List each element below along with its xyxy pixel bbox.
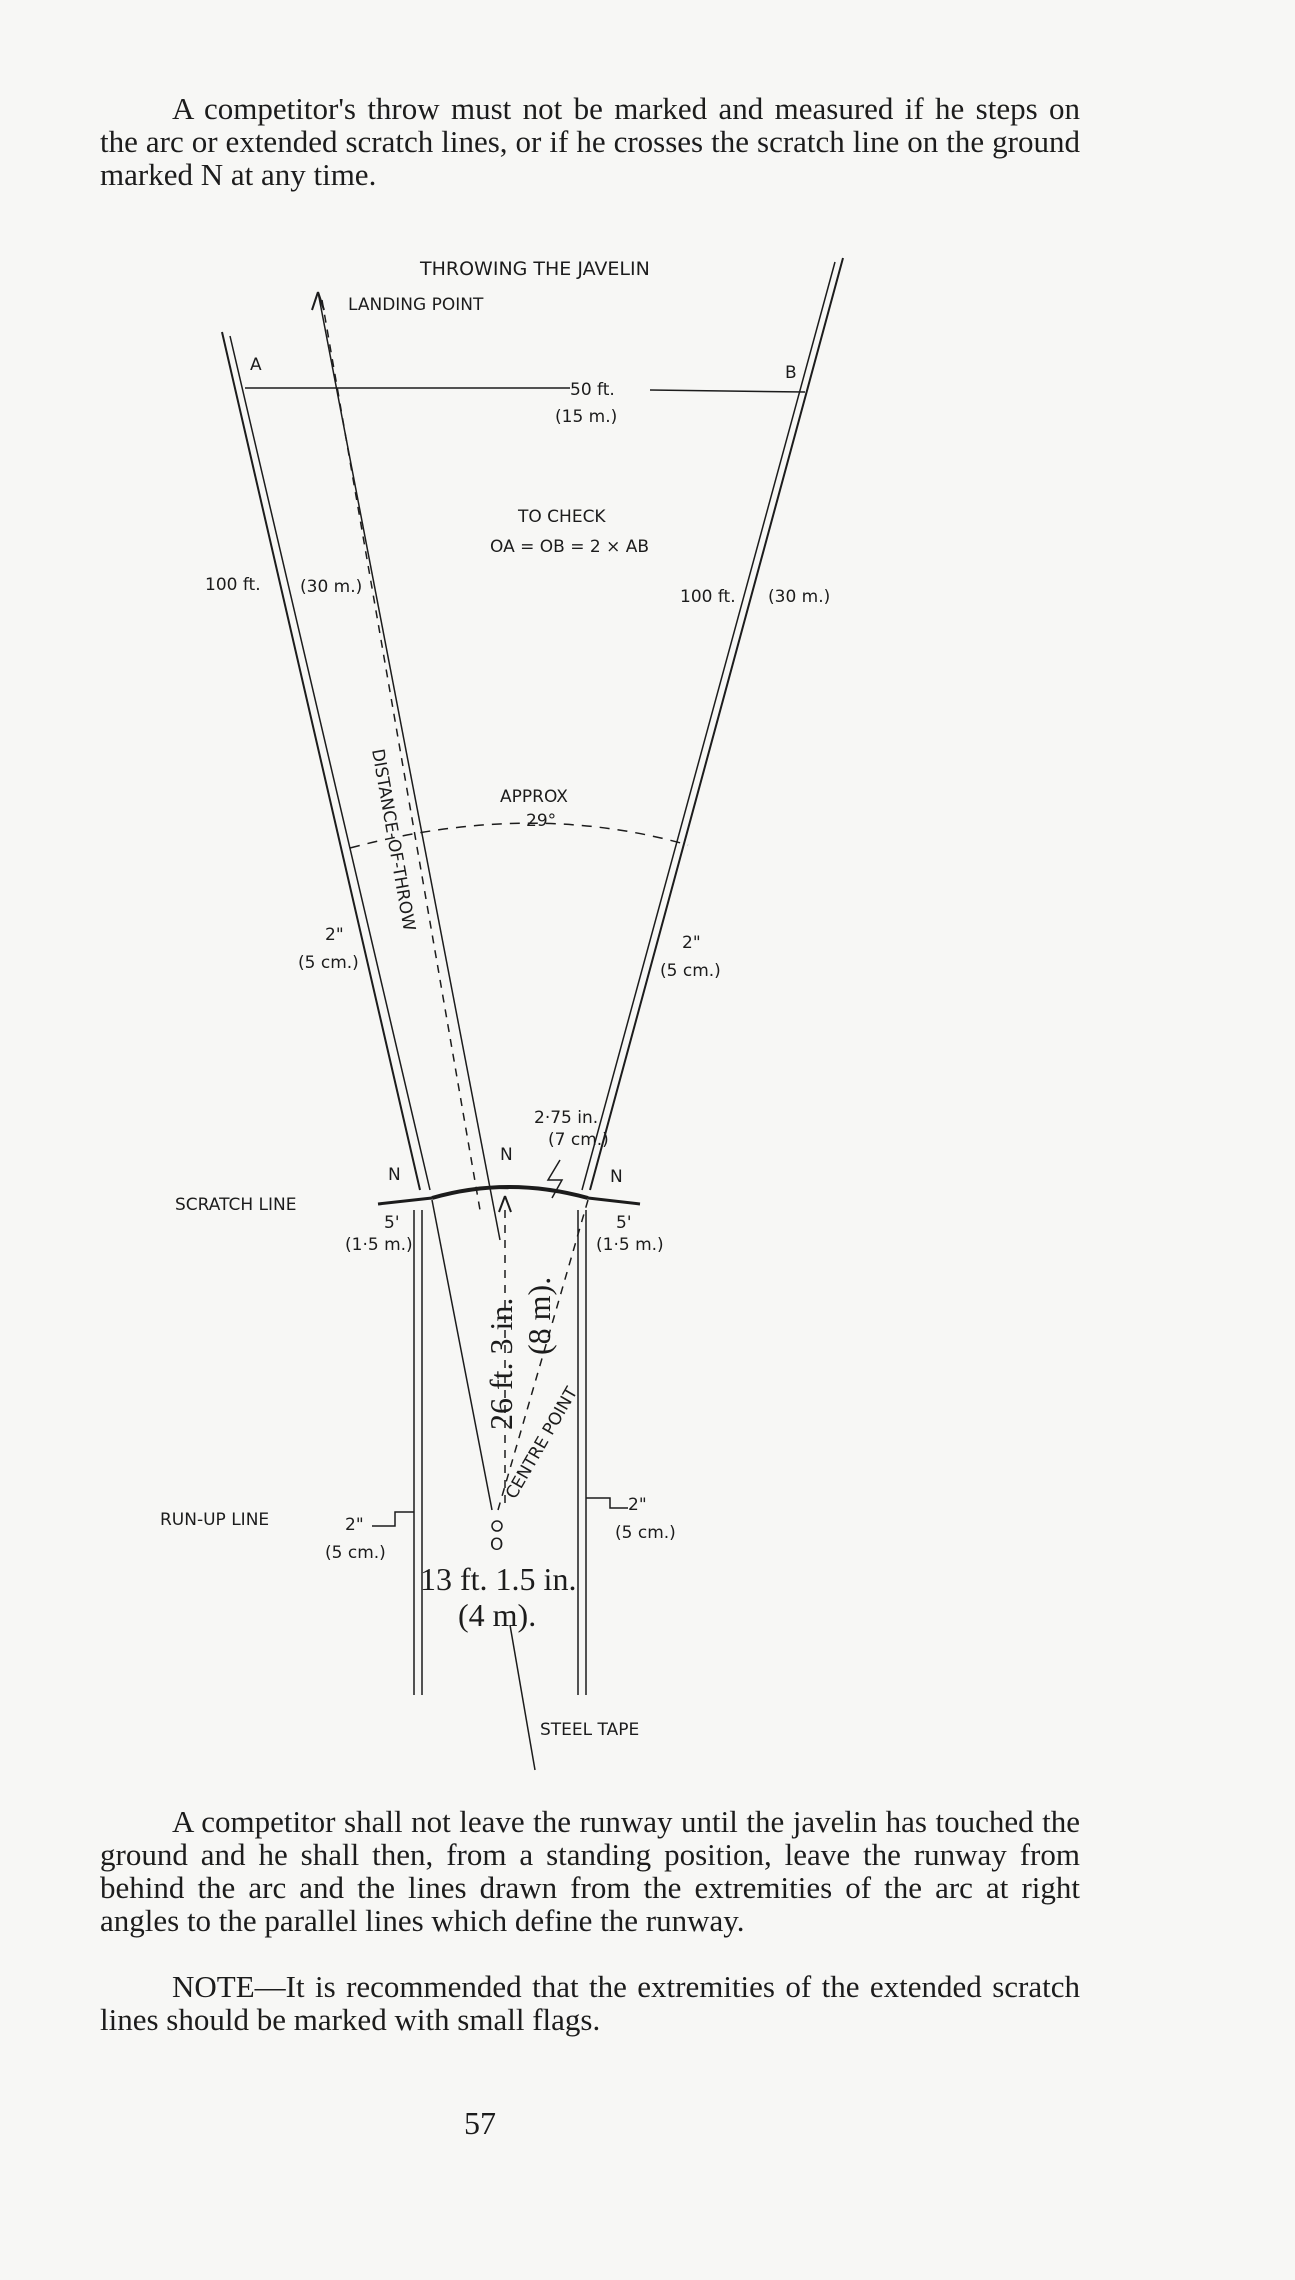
label-b: B — [785, 363, 797, 383]
radius-arrow — [498, 1195, 512, 1213]
arc-width-pointer — [546, 1159, 564, 1199]
right-5ft-label: 5' — [616, 1213, 632, 1233]
run-up-line-label: RUN-UP LINE — [160, 1510, 269, 1530]
centre-o-label: O — [490, 1535, 503, 1555]
runup-left-pointer — [372, 1511, 414, 1527]
diagram-title: THROWING THE JAVELIN — [419, 258, 650, 280]
left-5ft-label: 5' — [384, 1213, 400, 1233]
right-1-5m-label: (1·5 m.) — [596, 1235, 664, 1255]
runup-right-pointer — [586, 1497, 628, 1509]
scratch-extension-left — [377, 1196, 433, 1206]
javelin-diagram: THROWING THE JAVELIN LANDING POINT A B 5… — [160, 257, 844, 1771]
bottom-paragraph-2: NOTE—It is recommended that the extremit… — [100, 1970, 1080, 2036]
sector-line-left-inner — [229, 335, 431, 1191]
left-100ft-label: 100 ft. — [205, 575, 261, 595]
angle-label: 29° — [526, 811, 556, 831]
runup-left-2in-label: 2" — [345, 1515, 364, 1535]
radius-ft-label: 26 ft. 3 in. — [483, 1298, 519, 1430]
sector-line-right-inner — [581, 261, 836, 1191]
bottom-paragraph-1-text: A competitor shall not leave the runway … — [100, 1804, 1080, 1938]
scratch-extension-right — [587, 1196, 641, 1206]
centre-point-marker — [491, 1520, 503, 1532]
left-5cm-label: (5 cm.) — [298, 953, 359, 973]
right-2in-label: 2" — [682, 933, 701, 953]
arc-width-cm-label: (7 cm.) — [548, 1130, 609, 1150]
page-number: 57 — [464, 2105, 496, 2141]
n-left-label: N — [388, 1165, 401, 1185]
bottom-paragraph-2-text: NOTE—It is recommended that the extremit… — [100, 1969, 1080, 2037]
runup-left-5cm-label: (5 cm.) — [325, 1543, 386, 1563]
runup-right-5cm-label: (5 cm.) — [615, 1523, 676, 1543]
right-5cm-label: (5 cm.) — [660, 961, 721, 981]
sector-line-right-outer — [589, 257, 844, 1191]
arc-width-in-label: 2·75 in. — [534, 1108, 598, 1128]
steel-tape-label: STEEL TAPE — [540, 1720, 639, 1740]
ab-m-label: (15 m.) — [555, 407, 617, 427]
scratch-line-label: SCRATCH LINE — [175, 1195, 296, 1215]
left-2in-label: 2" — [325, 925, 344, 945]
approx-label: APPROX — [500, 787, 568, 807]
steel-tape-line — [509, 1624, 536, 1771]
right-100ft-label: 100 ft. — [680, 587, 736, 607]
check-label-2: OA = OB = 2 × AB — [490, 537, 649, 557]
ab-ft-label: 50 ft. — [570, 380, 615, 400]
runway-width-ft-label: 13 ft. 1.5 in. — [420, 1561, 576, 1597]
top-paragraph: A competitor's throw must not be marked … — [100, 92, 1080, 191]
bottom-paragraph-1: A competitor shall not leave the runway … — [100, 1805, 1080, 1937]
distance-of-throw-line-solid — [317, 291, 501, 1241]
radius-m-label: (8 m). — [521, 1277, 557, 1355]
n-right-label: N — [610, 1167, 623, 1187]
runway-width-m-label: (4 m). — [458, 1597, 536, 1633]
n-center-label: N — [500, 1145, 513, 1165]
radius-line-left — [431, 1199, 493, 1511]
landing-point-label: LANDING POINT — [348, 295, 484, 315]
label-a: A — [250, 355, 262, 375]
sector-line-left-outer — [221, 331, 421, 1191]
ab-line-right — [649, 389, 806, 393]
runup-right-2in-label: 2" — [628, 1495, 647, 1515]
right-30m-label: (30 m.) — [768, 587, 830, 607]
left-30m-label: (30 m.) — [300, 577, 362, 597]
check-label-1: TO CHECK — [517, 507, 606, 527]
scratch-arc — [431, 1185, 589, 1200]
left-1-5m-label: (1·5 m.) — [345, 1235, 413, 1255]
top-paragraph-text: A competitor's throw must not be marked … — [100, 91, 1080, 192]
